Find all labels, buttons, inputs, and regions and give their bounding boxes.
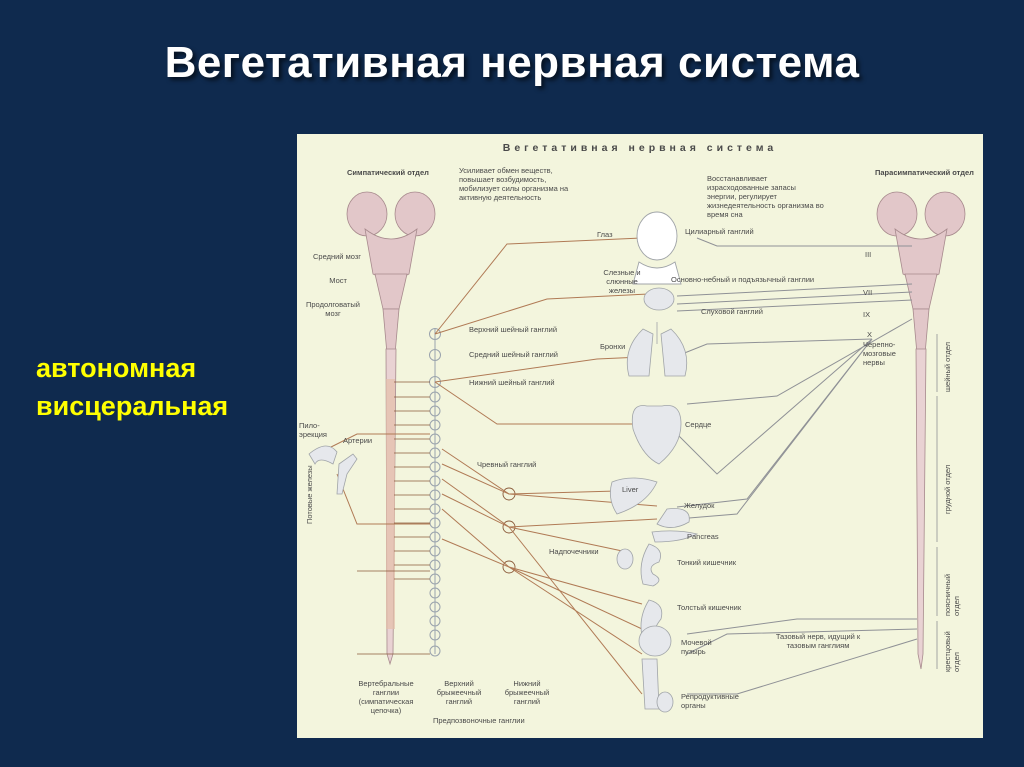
label-liver: Liver xyxy=(622,485,639,494)
slide-title: Вегетативная нервная система xyxy=(164,38,860,87)
label-medulla: Продолговатый мозг xyxy=(306,300,360,318)
label-piloerection: Пило-эрекция xyxy=(299,421,327,439)
parasympathetic-heading: Парасимпатический отдел xyxy=(875,168,974,177)
label-nerve-vii: VII xyxy=(863,288,873,297)
organ-glands xyxy=(643,287,675,311)
nervous-system-diagram xyxy=(308,191,966,713)
label-sweat-glands: Потовые железы xyxy=(305,465,314,524)
label-nerve-iii: III xyxy=(865,250,872,259)
sympathetic-brain xyxy=(346,191,436,355)
label-middle-cervical: Средний шейный ганглий xyxy=(469,350,558,359)
label-inferior-cervical: Нижний шейный ганглий xyxy=(469,378,555,387)
sympathetic-chain xyxy=(429,328,441,657)
label-otic: Слуховой ганглий xyxy=(701,307,763,316)
label-cervical-section: шейный отдел xyxy=(943,341,952,392)
label-lumbar-section: поясничный отдел xyxy=(943,573,961,616)
organ-adrenal xyxy=(616,548,634,570)
parasympathetic-brain xyxy=(876,191,966,355)
organ-skin xyxy=(308,445,358,495)
organ-liver xyxy=(609,477,658,515)
label-pons: Мост xyxy=(329,276,347,285)
term-visceral: висцеральная xyxy=(36,391,229,421)
organ-bladder xyxy=(638,625,672,657)
label-stomach: Желудок xyxy=(684,501,715,510)
label-thoracic-section: грудной отдел xyxy=(943,464,952,514)
label-superior-mesenteric: Верхний брыжеечный ганглий xyxy=(436,679,482,706)
label-heart: Сердце xyxy=(685,420,712,429)
organ-lungs xyxy=(626,322,688,377)
parasympathetic-fibers xyxy=(666,237,918,695)
label-glands: Слезные и слюнные железы xyxy=(603,268,641,295)
organ-stomach xyxy=(651,508,699,543)
label-small-intestine: Тонкий кишечник xyxy=(677,558,736,567)
label-midbrain: Средний мозг xyxy=(313,252,361,261)
label-pancreas: Pancreas xyxy=(687,532,719,541)
label-large-intestine: Толстый кишечник xyxy=(677,603,742,612)
organ-heart xyxy=(631,405,682,465)
label-pelvic-nerve: Тазовый нерв, идущий к тазовым ганглиям xyxy=(775,632,861,650)
term-autonomic: автономная xyxy=(36,353,197,383)
label-inferior-mesenteric: Нижний брыжеечный ганглий xyxy=(504,679,550,706)
organ-reproductive xyxy=(641,658,674,713)
prevertebral-ganglia xyxy=(502,487,516,574)
label-bronchi: Бронхи xyxy=(600,342,626,351)
preganglionic-fibers xyxy=(357,381,430,655)
label-vertebral: Вертебральные ганглии (симпатическая цеп… xyxy=(358,679,414,715)
label-reproductive: Репродуктивные органы xyxy=(681,692,739,710)
label-superior-cervical: Верхний шейный ганглий xyxy=(469,325,558,334)
label-ciliary: Цилиарный ганглий xyxy=(685,227,754,236)
parasympathetic-spinal-cord xyxy=(915,348,927,670)
organ-head xyxy=(632,211,682,285)
label-bladder: Мочевой пузырь xyxy=(681,638,712,656)
label-adrenals: Надпочечники xyxy=(549,547,599,556)
sympathetic-description: Усиливает обмен веществ, повышает возбуд… xyxy=(459,166,569,202)
sympathetic-heading: Симпатический отдел xyxy=(347,168,429,177)
label-cranial-nerves: Черепно-мозговые нервы xyxy=(863,340,896,367)
label-celiac: Чревный ганглий xyxy=(477,460,537,469)
label-prevertebral: Предпозвоночные ганглии xyxy=(433,716,525,725)
diagram-title: Вегетативная нервная система xyxy=(502,142,778,154)
sympathetic-fibers xyxy=(316,237,658,695)
label-nerve-ix: IX xyxy=(863,310,871,319)
label-nerve-x: X xyxy=(867,330,873,339)
label-eye: Глаз xyxy=(597,230,613,239)
diagram-panel: Вегетативная нервная система Симпатическ… xyxy=(297,134,983,738)
label-sacral-section: крестцовый отдел xyxy=(943,631,961,672)
label-arteries: Артерии xyxy=(343,436,373,445)
parasympathetic-description: Восстанавливает израсходованные запасы э… xyxy=(707,174,824,219)
label-pterygopalatine: Основно-небный и подъязычный ганглии xyxy=(671,275,815,284)
